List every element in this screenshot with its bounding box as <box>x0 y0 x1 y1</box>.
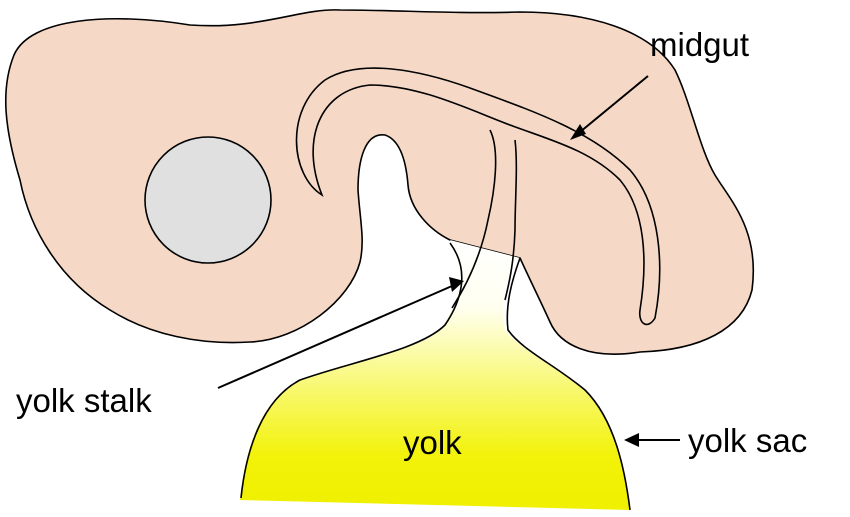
yolk-sac <box>240 240 630 510</box>
yolk-sac-label: yolk sac <box>688 422 808 459</box>
arrow-yolk-sac <box>624 433 680 447</box>
yolk-sac-outline-right <box>506 257 631 511</box>
arrow-midgut <box>570 75 649 140</box>
embryo-body <box>4 9 755 355</box>
yolk-stalk-label: yolk stalk <box>16 382 152 419</box>
yolk-label: yolk <box>403 424 462 461</box>
midgut-label: midgut <box>650 26 750 63</box>
midgut-tube <box>295 67 661 326</box>
yolk-stalk-duct <box>451 129 497 309</box>
head-circle <box>144 136 272 264</box>
yolk-sac-outline <box>240 242 463 499</box>
yolk-stalk-duct-right <box>504 139 518 301</box>
arrow-yolk-stalk <box>217 277 464 389</box>
